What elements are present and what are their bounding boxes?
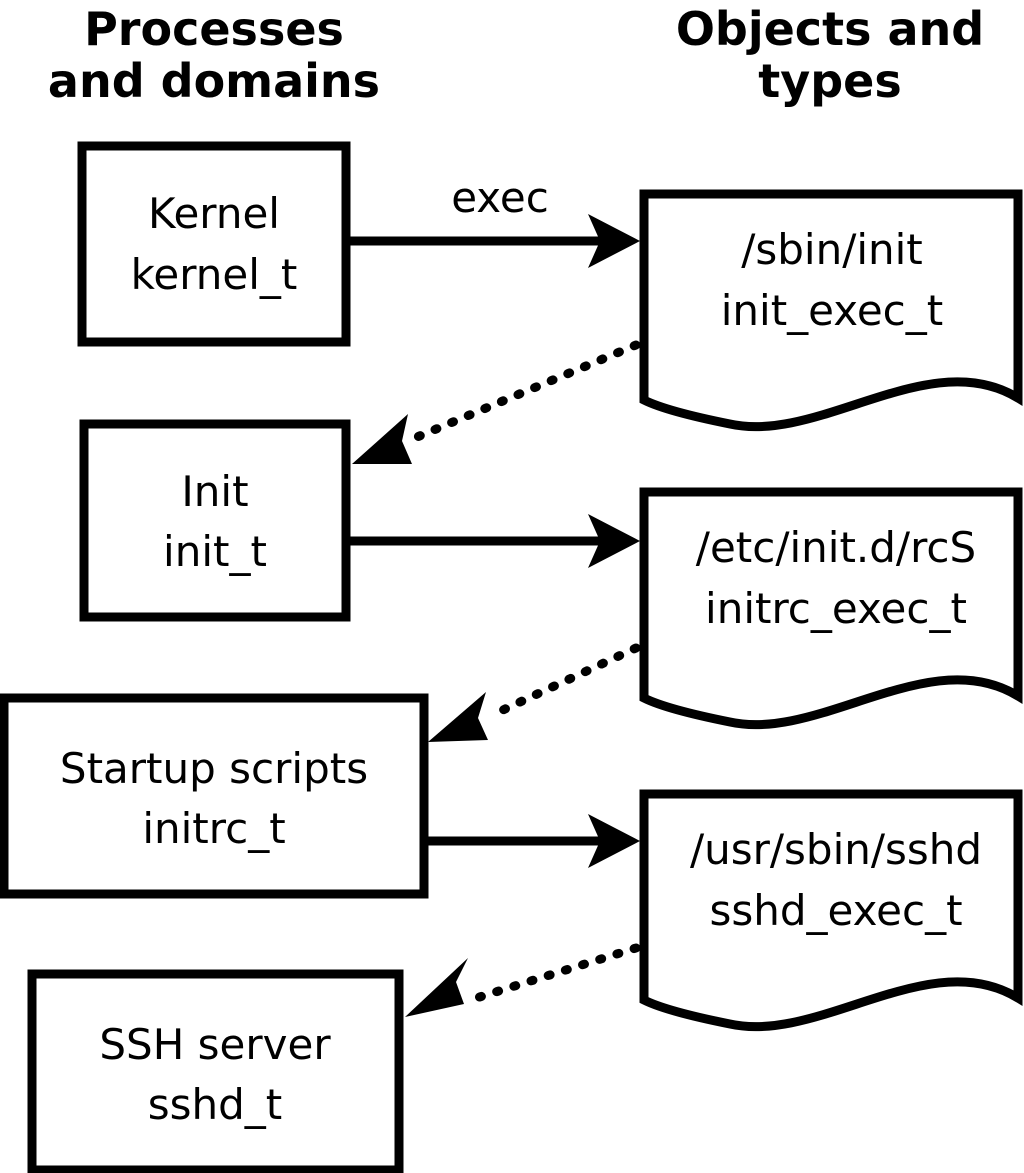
edge-kernel-exec-arrowhead [588,214,640,268]
process-node-initrc[interactable]: Startup scripts initrc_t [0,693,429,899]
object-node-initrc-exec-line2: initrc_exec_t [705,584,967,633]
column-heading-processes-line1: Processes [84,2,344,56]
edge-init-exec-transition-init [352,340,641,464]
edge-kernel-exec-init-exec: exec [350,173,640,268]
object-node-init-exec-shape[interactable] [639,189,1023,432]
edge-initrc-transition-line [485,643,641,721]
edge-init-exec-initrc-exec [350,514,640,568]
process-node-sshd-line1: SSH server [99,1020,331,1069]
object-node-initrc-exec-shape[interactable] [639,487,1023,730]
column-heading-objects-line1: Objects and [676,2,984,56]
process-node-initrc-box[interactable] [0,693,429,899]
object-node-initrc-exec-line1: /etc/init.d/rcS [696,523,976,572]
object-node-sshd-exec-line2: sshd_exec_t [709,886,962,935]
process-node-kernel-line2: kernel_t [131,250,298,299]
object-node-initrc-exec[interactable]: /etc/init.d/rcS initrc_exec_t [639,487,1023,730]
object-node-sshd-exec[interactable]: /usr/sbin/sshd sshd_exec_t [639,789,1023,1032]
edge-sshd-transition-arrowhead [405,958,468,1017]
column-heading-processes-line2: and domains [48,54,380,108]
edge-init-transition-line [405,340,641,445]
edge-initrc-exec-sshd-exec [428,814,640,868]
edge-label-exec: exec [451,173,549,222]
process-node-init-line1: Init [181,467,248,516]
edge-sshd-transition-line [465,943,641,1005]
process-node-initrc-line2: initrc_t [142,804,285,853]
object-node-init-exec-line2: init_exec_t [721,286,944,335]
object-node-init-exec[interactable]: /sbin/init init_exec_t [639,189,1023,432]
process-node-sshd-box[interactable] [27,969,404,1173]
edge-init-transition-arrowhead [352,414,412,464]
process-node-sshd-line2: sshd_t [148,1080,283,1129]
object-node-sshd-exec-shape[interactable] [639,789,1023,1032]
process-node-kernel[interactable]: Kernel kernel_t [77,141,351,347]
object-node-sshd-exec-line1: /usr/sbin/sshd [690,825,982,874]
process-node-init[interactable]: Init init_t [79,419,351,622]
edge-initrc-transition-arrowhead [428,692,488,742]
process-node-kernel-line1: Kernel [148,189,280,238]
column-heading-processes: Processes and domains [48,2,380,108]
edge-init-exec-arrowhead [588,514,640,568]
process-node-init-line2: init_t [163,527,267,576]
edge-initrc-exec-arrowhead [588,814,640,868]
object-node-init-exec-line1: /sbin/init [741,225,923,274]
column-heading-objects-line2: types [758,54,901,108]
process-node-sshd[interactable]: SSH server sshd_t [27,969,404,1173]
column-heading-objects: Objects and types [676,2,984,108]
process-node-init-box[interactable] [79,419,351,622]
process-node-initrc-line1: Startup scripts [60,744,368,793]
edge-initrc-exec-transition-initrc [428,643,641,742]
process-node-kernel-box[interactable] [77,141,351,347]
edge-sshd-exec-transition-sshd [405,943,641,1017]
